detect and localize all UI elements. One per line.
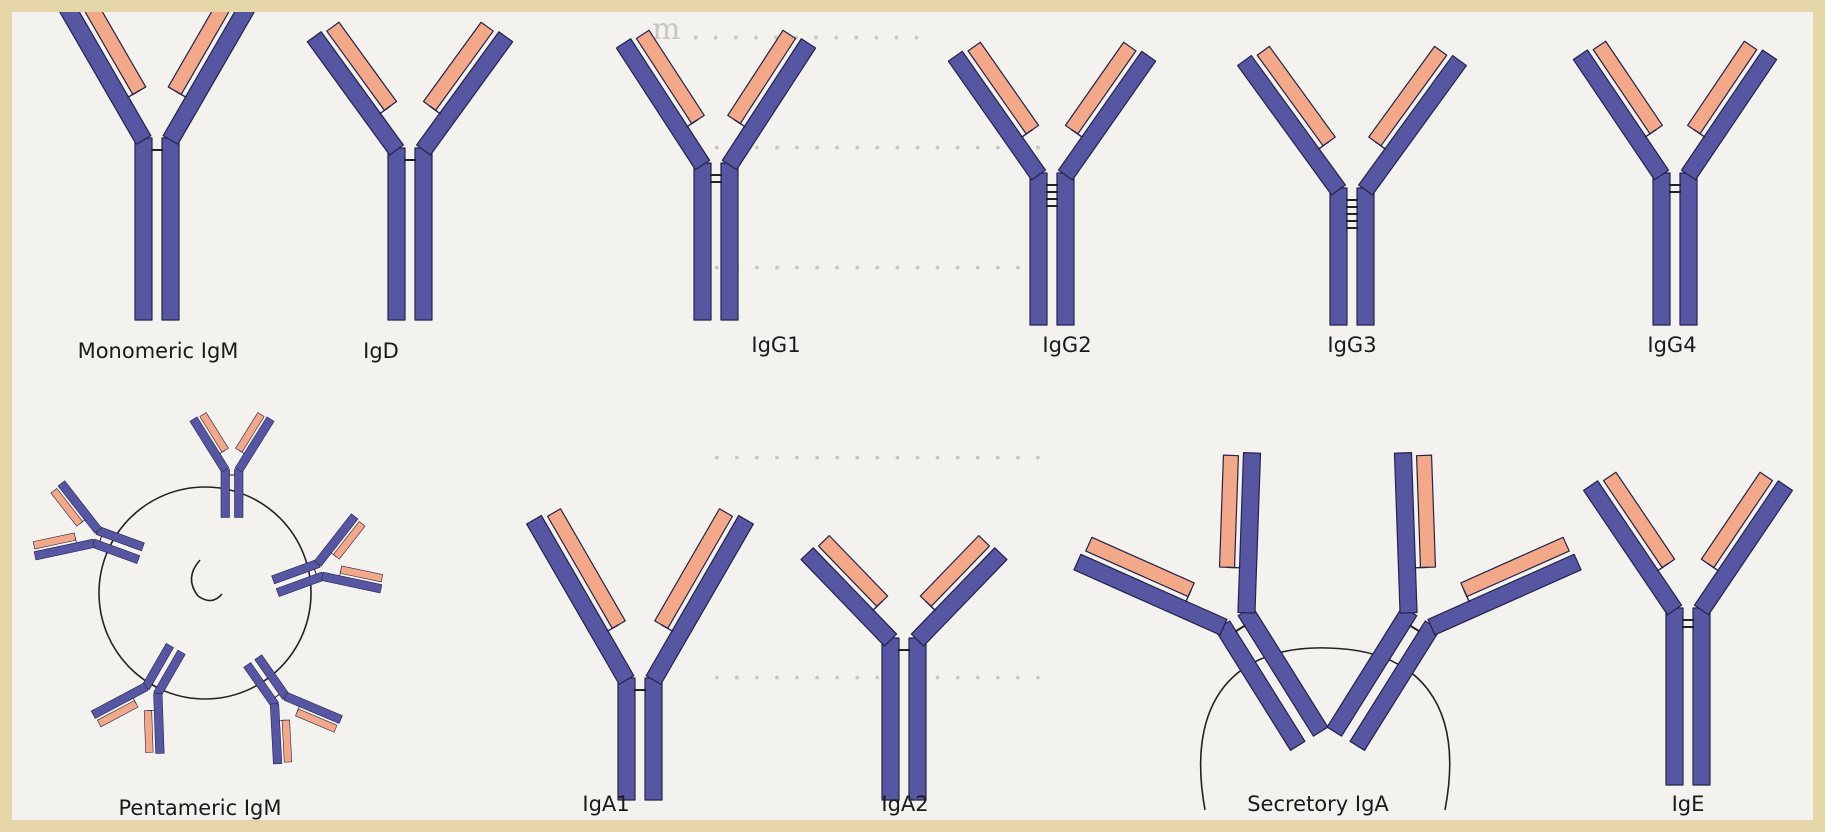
antibody-igd (307, 22, 512, 320)
light-chain (264, 717, 310, 766)
heavy-chain-stem (882, 638, 899, 800)
pentameric-igm-unit (261, 511, 388, 626)
heavy-chain-stem (618, 678, 635, 800)
heavy-chain-arm (303, 512, 368, 568)
antibody-igg1 (616, 30, 815, 320)
heavy-chain-stem (1357, 188, 1374, 325)
antibody-iga2 (801, 536, 1007, 800)
heavy-chain-stem (235, 469, 244, 518)
label-iga2: IgA2 (881, 792, 928, 816)
heavy-chain-stem (1653, 173, 1670, 325)
disulfide-bond (275, 694, 280, 697)
heavy-chain-arm (47, 479, 112, 535)
secretory-iga-unit (1064, 438, 1402, 797)
heavy-chain-stem (645, 678, 662, 800)
label-igg1: IgG1 (751, 333, 800, 357)
label-monomeric-igm: Monomeric IgM (78, 339, 239, 363)
light-chain (1170, 449, 1287, 575)
antibody-monomeric-igm (56, 12, 258, 320)
heavy-chain-stem (1666, 608, 1683, 785)
label-igg4: IgG4 (1647, 333, 1696, 357)
antibody-ige (1584, 472, 1793, 785)
heavy-chain-stem (909, 638, 926, 800)
heavy-chain-arm (32, 522, 97, 578)
heavy-chain-stem (1693, 608, 1710, 785)
label-igg2: IgG2 (1042, 333, 1091, 357)
heavy-chain-stem (721, 163, 738, 320)
antibody-iga1 (527, 509, 754, 800)
antibody-igg2 (948, 42, 1155, 325)
pentameric-igm-unit (218, 637, 347, 771)
heavy-chain-stem (415, 148, 432, 320)
heavy-chain-stem (162, 138, 179, 320)
label-iga1: IgA1 (582, 792, 629, 816)
heavy-chain-arm (281, 674, 345, 742)
heavy-chain-arm (128, 690, 189, 757)
disulfide-bond (314, 569, 316, 575)
label-pentameric-igm: Pentameric IgM (119, 796, 282, 820)
disulfide-bond (1410, 625, 1420, 631)
j-chain (191, 560, 222, 601)
antibody-classes-diagram: Monomeric IgM IgD IgG1 IgG2 IgG3 IgG4 Pe… (12, 12, 1813, 820)
heavy-chain-stem (388, 148, 405, 320)
light-chain (1367, 449, 1484, 575)
pentameric-igm-unit (190, 413, 274, 518)
heavy-chain-stem (1330, 188, 1347, 325)
heavy-chain-stem (1057, 173, 1074, 325)
label-ige: IgE (1672, 792, 1705, 816)
antibody-igg4 (1573, 41, 1776, 325)
heavy-chain-arm (1423, 507, 1586, 682)
antibody-igg3 (1238, 46, 1467, 325)
label-igg3: IgG3 (1327, 333, 1376, 357)
heavy-chain-arm (1168, 445, 1331, 620)
heavy-chain-arm (1069, 507, 1232, 682)
heavy-chain-stem (1030, 173, 1047, 325)
secretory-iga-unit (1253, 438, 1591, 797)
heavy-chain-stem (1680, 173, 1697, 325)
figure-panel: m . . . . . . . . . . . . . . . . . . . … (12, 12, 1813, 820)
label-secretory-iga: Secretory IgA (1247, 792, 1389, 816)
heavy-chain-arm (1324, 445, 1487, 620)
disulfide-bond (100, 536, 102, 542)
heavy-chain-stem (694, 163, 711, 320)
pentameric-igm-unit (28, 478, 155, 593)
heavy-chain-arm (319, 555, 384, 611)
heavy-chain-stem (221, 469, 230, 518)
heavy-chain-arm (646, 516, 753, 685)
pentameric-igm-unit (87, 628, 212, 761)
heavy-chain-arm (527, 516, 634, 685)
heavy-chain-stem (135, 138, 152, 320)
disulfide-bond (1235, 625, 1245, 631)
label-igd: IgD (363, 339, 399, 363)
